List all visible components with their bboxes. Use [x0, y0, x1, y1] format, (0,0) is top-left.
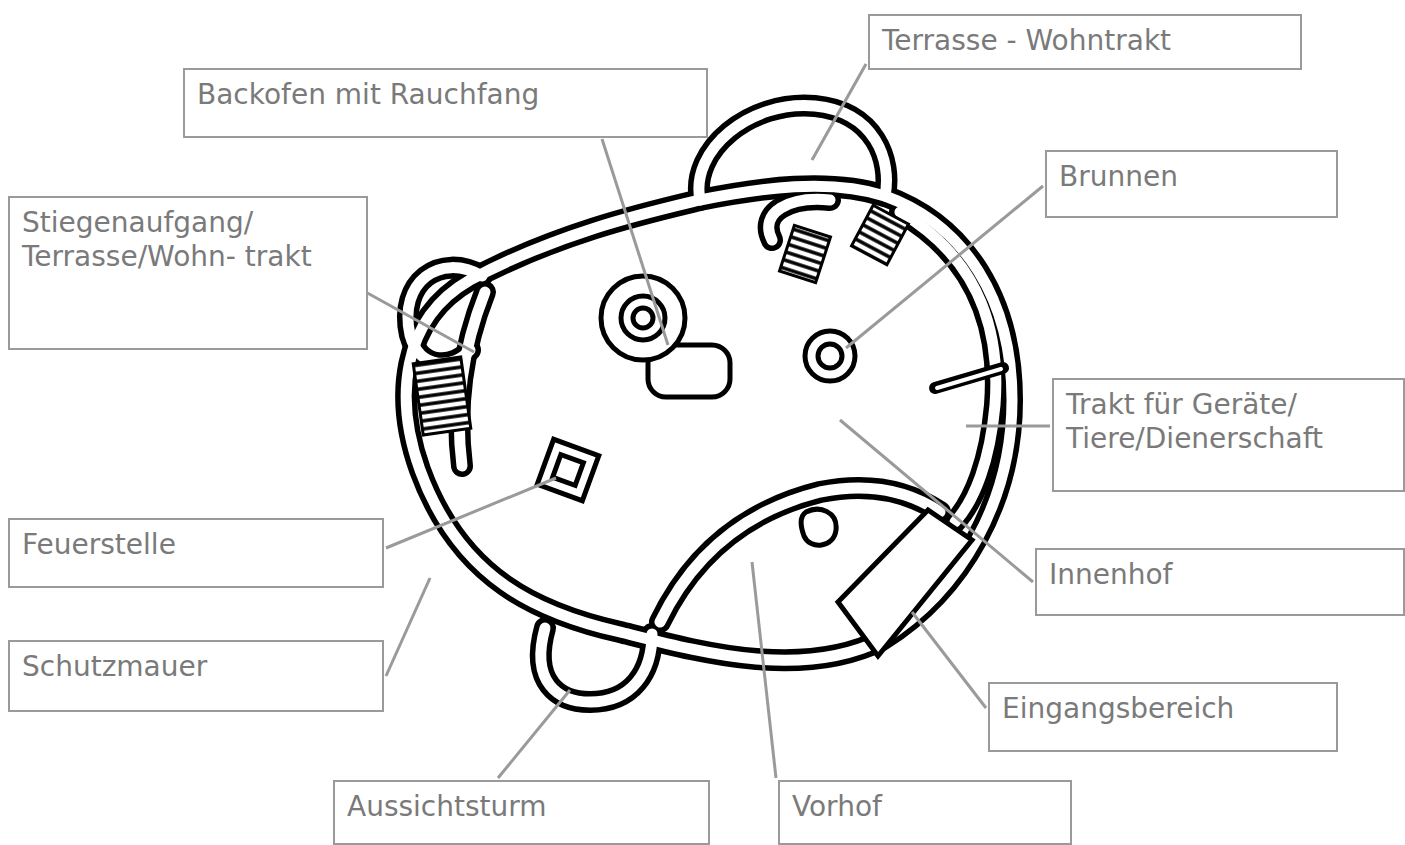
label-text: Innenhof [1049, 558, 1172, 592]
label-box: Stiegenaufgang/ Terrasse/Wohn- trakt [8, 196, 368, 350]
label-text: Aussichtsturm [347, 790, 547, 824]
label-box: Trakt für Geräte/ Tiere/Dienerschaft [1052, 378, 1405, 492]
label-text: Brunnen [1059, 160, 1178, 194]
label-box: Aussichtsturm [333, 780, 710, 845]
label-text: Schutzmauer [22, 650, 207, 684]
label-box: Backofen mit Rauchfang [183, 68, 708, 138]
label-box: Innenhof [1035, 548, 1405, 616]
label-box: Brunnen [1045, 150, 1338, 218]
label-text: Vorhof [792, 790, 882, 824]
label-box: Eingangsbereich [988, 682, 1338, 752]
label-box: Schutzmauer [8, 640, 384, 712]
label-text: Eingangsbereich [1002, 692, 1234, 726]
label-text: Stiegenaufgang/ Terrasse/Wohn- trakt [22, 206, 354, 274]
label-box: Terrasse - Wohntrakt [868, 14, 1302, 70]
label-text: Backofen mit Rauchfang [197, 78, 539, 112]
label-text: Feuerstelle [22, 528, 176, 562]
label-box: Feuerstelle [8, 518, 384, 588]
label-text: Terrasse - Wohntrakt [882, 24, 1171, 58]
label-text: Trakt für Geräte/ Tiere/Dienerschaft [1066, 388, 1391, 456]
label-box: Vorhof [778, 780, 1072, 845]
